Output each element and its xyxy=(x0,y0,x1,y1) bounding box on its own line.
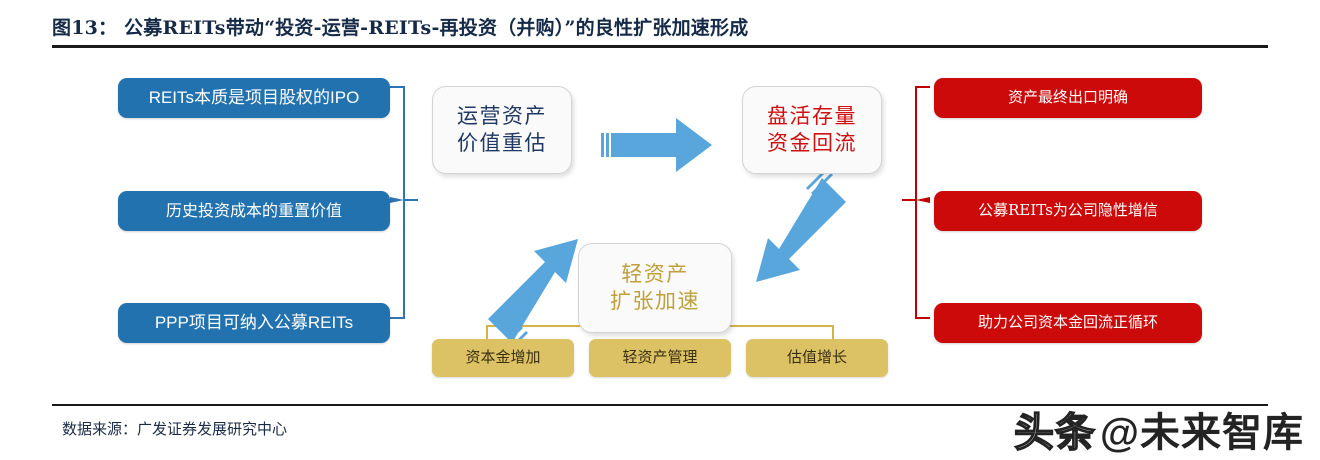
bottom-item-1[interactable]: 轻资产管理 xyxy=(589,339,731,377)
title-divider xyxy=(52,45,1268,48)
node-operating-asset[interactable]: 运营资产 价值重估 xyxy=(432,86,572,174)
right-item-1-label: 公募REITs为公司隐性增信 xyxy=(978,201,1158,220)
left-item-2[interactable]: PPP项目可纳入公募REITs xyxy=(118,303,390,343)
node-revitalize-stock-line1: 盘活存量 xyxy=(767,104,857,129)
bottom-item-2[interactable]: 估值增长 xyxy=(746,339,888,377)
arrow-down-left-icon xyxy=(756,168,846,282)
node-asset-light-line1: 轻资产 xyxy=(621,262,689,287)
right-item-2-label: 助力公司资本金回流正循环 xyxy=(977,313,1158,332)
watermark-logo: 头条 xyxy=(1013,410,1096,456)
bottom-item-1-label: 轻资产管理 xyxy=(622,348,698,367)
right-item-0[interactable]: 资产最终出口明确 xyxy=(934,78,1202,118)
watermark: 头条@未来智库 xyxy=(1013,400,1304,458)
bottom-item-2-label: 估值增长 xyxy=(786,348,847,367)
right-item-1[interactable]: 公募REITs为公司隐性增信 xyxy=(934,191,1202,231)
data-source-note: 数据来源：广发证券发展研究中心 xyxy=(62,420,288,438)
right-item-2[interactable]: 助力公司资本金回流正循环 xyxy=(934,303,1202,343)
left-item-1[interactable]: 历史投资成本的重置价值 xyxy=(118,191,390,231)
figure-header: 图13： 公募REITs带动“投资-运营-REITs-再投资（并购）”的良性扩张… xyxy=(52,14,1268,48)
right-bracket-red xyxy=(902,86,930,319)
footer-divider xyxy=(52,404,1268,406)
node-revitalize-stock[interactable]: 盘活存量 资金回流 xyxy=(742,86,882,174)
left-item-0-label: REITs本质是项目股权的IPO xyxy=(148,88,360,108)
bottom-item-0-label: 资本金增加 xyxy=(465,348,541,367)
arrow-right-icon xyxy=(601,118,712,172)
node-revitalize-stock-line2: 资金回流 xyxy=(767,131,857,155)
arrow-up-right-icon xyxy=(488,239,578,353)
left-item-0[interactable]: REITs本质是项目股权的IPO xyxy=(118,78,390,118)
right-item-0-label: 资产最终出口明确 xyxy=(1007,88,1128,107)
left-item-1-label: 历史投资成本的重置价值 xyxy=(165,200,342,220)
node-operating-asset-line2: 价值重估 xyxy=(457,131,547,155)
page-title: 图13： 公募REITs带动“投资-运营-REITs-再投资（并购）”的良性扩张… xyxy=(52,17,749,39)
node-asset-light-line2: 扩张加速 xyxy=(610,289,700,313)
watermark-text: @未来智库 xyxy=(1099,411,1304,455)
bottom-item-0[interactable]: 资本金增加 xyxy=(432,339,574,377)
diagram-canvas: REITs本质是项目股权的IPO 历史投资成本的重置价值 PPP项目可纳入公募R… xyxy=(0,58,1320,398)
node-asset-light[interactable]: 轻资产 扩张加速 xyxy=(578,243,732,333)
node-operating-asset-line1: 运营资产 xyxy=(457,104,547,129)
left-bracket-blue xyxy=(390,86,418,319)
left-item-2-label: PPP项目可纳入公募REITs xyxy=(154,313,354,333)
